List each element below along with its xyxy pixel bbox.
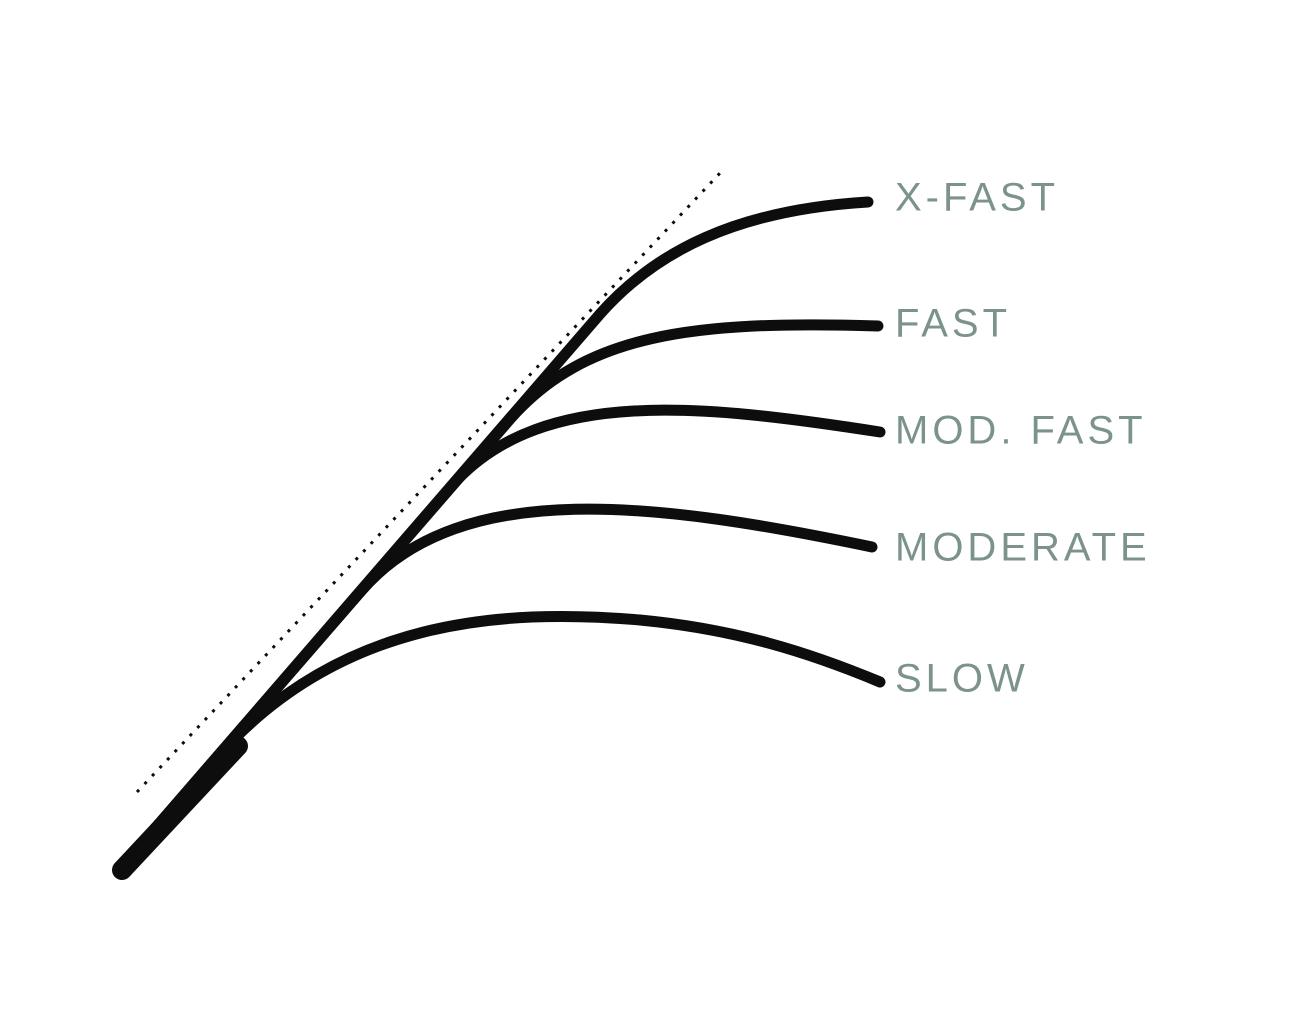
curve-x-fast [120, 196, 874, 868]
curve-moderate [120, 503, 878, 868]
curve-slow [120, 610, 886, 868]
curve-mod-fast [120, 404, 886, 868]
label-mod-fast: MOD. FAST [895, 408, 1147, 453]
label-moderate: MODERATE [895, 525, 1151, 570]
curve-fast [120, 319, 884, 868]
reference-dotted-line [135, 170, 723, 794]
label-slow: SLOW [895, 656, 1029, 701]
label-fast: FAST [895, 301, 1012, 346]
label-x-fast: X-FAST [895, 175, 1060, 220]
